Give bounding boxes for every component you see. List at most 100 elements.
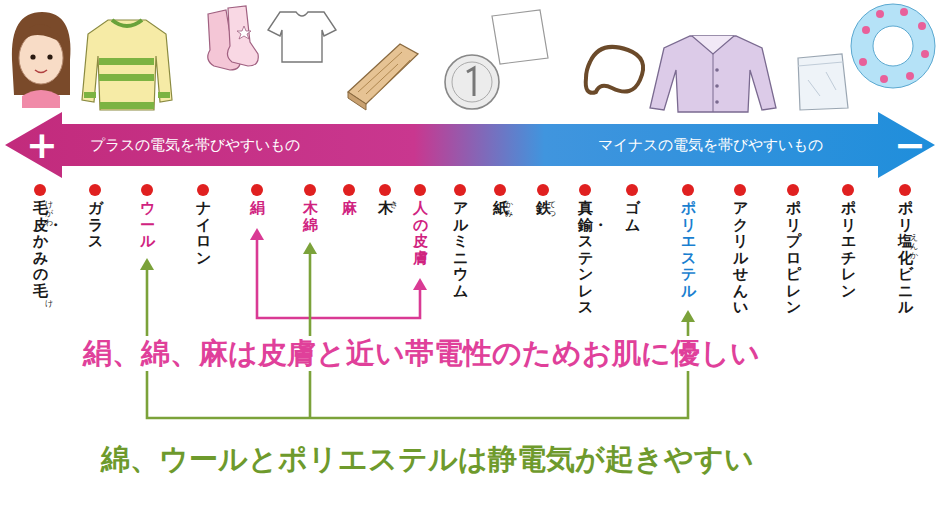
red-dot	[579, 184, 591, 196]
plastic-bag	[798, 62, 843, 96]
girl-figure	[30, 54, 35, 59]
red-dot	[734, 184, 746, 196]
sweater	[82, 20, 172, 110]
furigana: えんか	[910, 234, 918, 260]
sweater	[84, 92, 96, 98]
wooden-board	[348, 92, 366, 110]
material-name: アルミニウム	[453, 200, 468, 299]
material-name: 絹	[250, 200, 265, 217]
socks	[227, 6, 258, 66]
green-bracket	[147, 250, 688, 418]
girl-figure	[18, 24, 64, 48]
sweater	[112, 20, 142, 26]
sweater	[99, 58, 154, 65]
swim-ring	[851, 4, 935, 88]
material-name: 人の皮膚	[413, 200, 428, 266]
minus-sign: −	[894, 126, 926, 164]
paper-sheet	[492, 10, 548, 64]
material-name: ゴム	[625, 200, 640, 233]
girl-figure	[22, 90, 60, 108]
t-shirt	[268, 12, 336, 62]
swim-ring	[921, 50, 929, 58]
red-dot	[842, 184, 854, 196]
blouse	[692, 36, 734, 54]
material-name: ナイロン	[196, 200, 211, 266]
material-name: ポリエステル	[681, 200, 696, 299]
material-name: 麻	[342, 200, 357, 217]
sweater	[100, 102, 154, 109]
note-text: 綿、ウールとポリエステルは静電気が起きやすい	[98, 442, 757, 477]
charge-arrow-band: + プラスの電気を帯びやすいもの マイナスの電気を帯びやすいもの −	[0, 112, 940, 178]
girl-figure	[47, 54, 52, 59]
red-dot	[89, 184, 101, 196]
red-dot	[899, 184, 911, 196]
furigana: き	[390, 201, 398, 210]
girl-figure	[35, 70, 47, 73]
green-arrowhead	[681, 310, 695, 322]
blouse	[715, 68, 719, 72]
swim-ring	[873, 26, 913, 66]
double-arrow	[5, 112, 935, 178]
swim-ring	[851, 4, 935, 88]
swim-ring	[876, 10, 884, 18]
plastic-bag	[798, 54, 848, 110]
material-name: 真鍮・ステンレス	[578, 200, 593, 316]
girl-figure	[12, 12, 71, 108]
material-name: ウール	[140, 200, 155, 250]
swim-ring	[862, 26, 870, 34]
coin	[445, 55, 499, 109]
blouse	[715, 84, 719, 88]
red-dot	[626, 184, 638, 196]
sweater	[158, 92, 170, 98]
red-dot	[141, 184, 153, 196]
material-name: ポリエチレン	[841, 200, 856, 299]
swim-ring	[906, 72, 914, 80]
furigana: けがわ	[45, 201, 53, 227]
blouse	[715, 100, 719, 104]
green-bracket	[309, 250, 312, 418]
red-dot	[414, 184, 426, 196]
swim-ring	[918, 22, 926, 30]
blouse	[713, 54, 714, 112]
pink-arrowhead	[250, 228, 264, 240]
socks	[237, 26, 251, 39]
red-dot	[494, 184, 506, 196]
coin	[452, 62, 492, 102]
red-dot	[682, 184, 694, 196]
material-name: ガラス	[88, 200, 103, 250]
furigana: てつ	[548, 201, 556, 219]
red-dot	[454, 184, 466, 196]
green-arrowhead	[303, 242, 317, 254]
furigana: かみ	[505, 201, 513, 219]
socks	[208, 6, 259, 70]
wooden-board	[348, 44, 418, 104]
girl-figure	[12, 12, 71, 95]
red-dot	[537, 184, 549, 196]
wooden-board	[358, 52, 410, 98]
material-name: ポリプロピレン	[786, 200, 801, 316]
red-dot	[304, 184, 316, 196]
blouse	[650, 36, 776, 112]
red-dot	[343, 184, 355, 196]
pink-bracket	[257, 236, 420, 318]
red-dot	[379, 184, 391, 196]
band-text: マイナスの電気を帯びやすいもの	[598, 138, 823, 153]
swim-ring	[880, 75, 888, 83]
wooden-board	[348, 44, 418, 110]
coin	[467, 68, 474, 96]
pink-arrowhead	[413, 278, 427, 290]
note-text: 絹、綿、麻は皮膚と近い帯電性のためお肌に優しい	[80, 336, 763, 371]
pink-arrowhead	[250, 228, 427, 290]
swim-ring	[859, 8, 929, 83]
red-dot	[251, 184, 263, 196]
band-text: プラスの電気を帯びやすいもの	[90, 138, 300, 153]
material-name: 木綿	[303, 200, 318, 233]
green-arrowhead	[140, 258, 154, 270]
sweater	[99, 74, 154, 81]
blouse	[650, 36, 776, 112]
red-dot	[34, 184, 911, 196]
t-shirt	[268, 12, 336, 62]
material-name: アクリルせんい	[733, 200, 748, 316]
plus-sign: +	[26, 126, 58, 164]
